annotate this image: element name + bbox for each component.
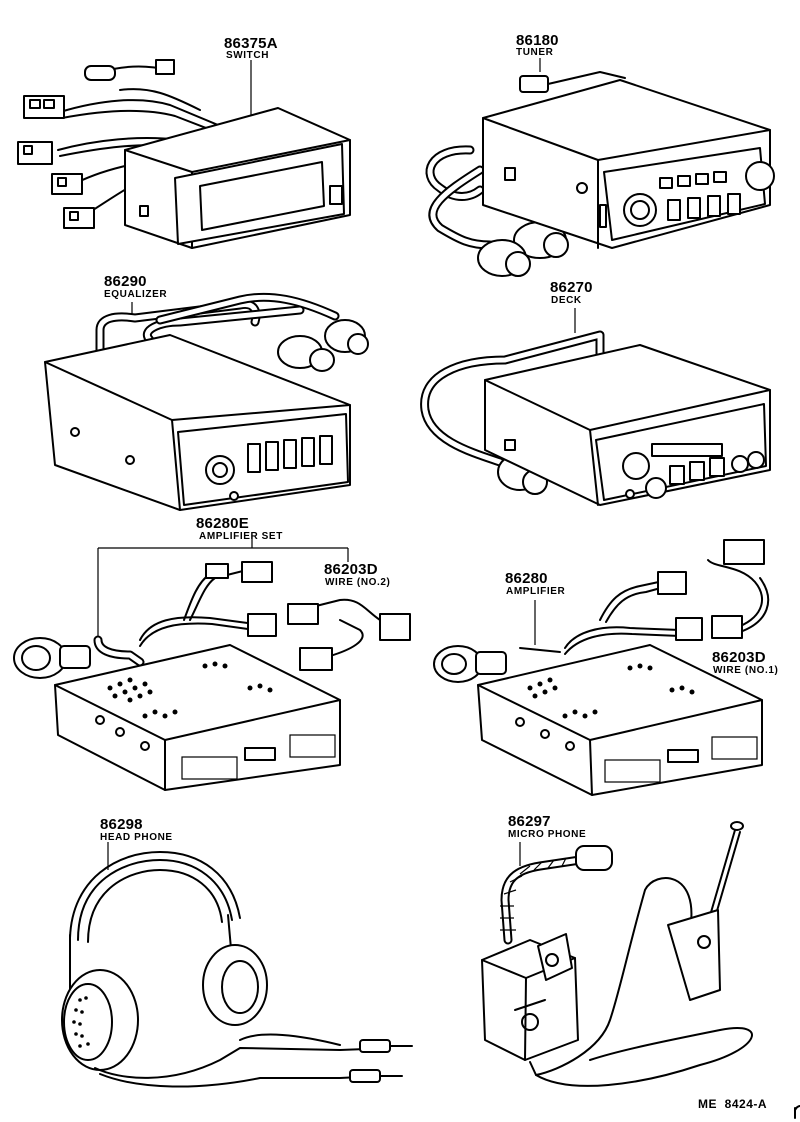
wire-no1-part-number: 86203D (712, 649, 766, 666)
vent-holes-left (107, 661, 273, 719)
switch-part-number: 86375A (224, 35, 278, 52)
equalizer-part-number: 86290 (104, 273, 147, 290)
deck-part-number: 86270 (550, 279, 593, 296)
corner-mark: r (789, 1106, 794, 1117)
head-phone-part-number: 86298 (100, 816, 143, 833)
tuner-part-name: TUNER (516, 47, 554, 58)
wire-no2-part-number: 86203D (324, 561, 378, 578)
head-phone-part-name: HEAD PHONE (100, 832, 173, 843)
diagram-code: ME 8424-A (698, 1097, 768, 1111)
equalizer-unit-drawing (44, 292, 369, 511)
switch-unit-drawing (17, 59, 351, 249)
amplifier-set-drawing (13, 535, 411, 791)
tuner-part-number: 86180 (516, 32, 559, 49)
earcup-perforations (72, 996, 90, 1048)
deck-unit-drawing (420, 308, 771, 506)
micro-phone-part-name: MICRO PHONE (508, 829, 587, 840)
equalizer-part-name: EQUALIZER (104, 289, 168, 300)
amplifier-unit-drawing (433, 539, 770, 796)
vent-holes-right (527, 663, 695, 719)
amplifier-set-part-name: AMPLIFIER SET (199, 531, 283, 542)
tuner-unit-drawing (425, 58, 775, 277)
corner-mark-glyph (794, 1105, 800, 1119)
amplifier-part-name: AMPLIFIER (506, 586, 566, 597)
amplifier-set-part-number: 86280E (196, 515, 249, 532)
head-phone-drawing (61, 842, 413, 1088)
micro-phone-drawing (481, 821, 753, 1087)
amplifier-part-number: 86280 (505, 570, 548, 587)
wire-no2-part-name: WIRE (NO.2) (325, 577, 391, 588)
wire-no1-part-name: WIRE (NO.1) (713, 665, 779, 676)
switch-part-name: SWITCH (226, 50, 270, 61)
micro-phone-part-number: 86297 (508, 813, 551, 830)
deck-part-name: DECK (551, 295, 582, 306)
